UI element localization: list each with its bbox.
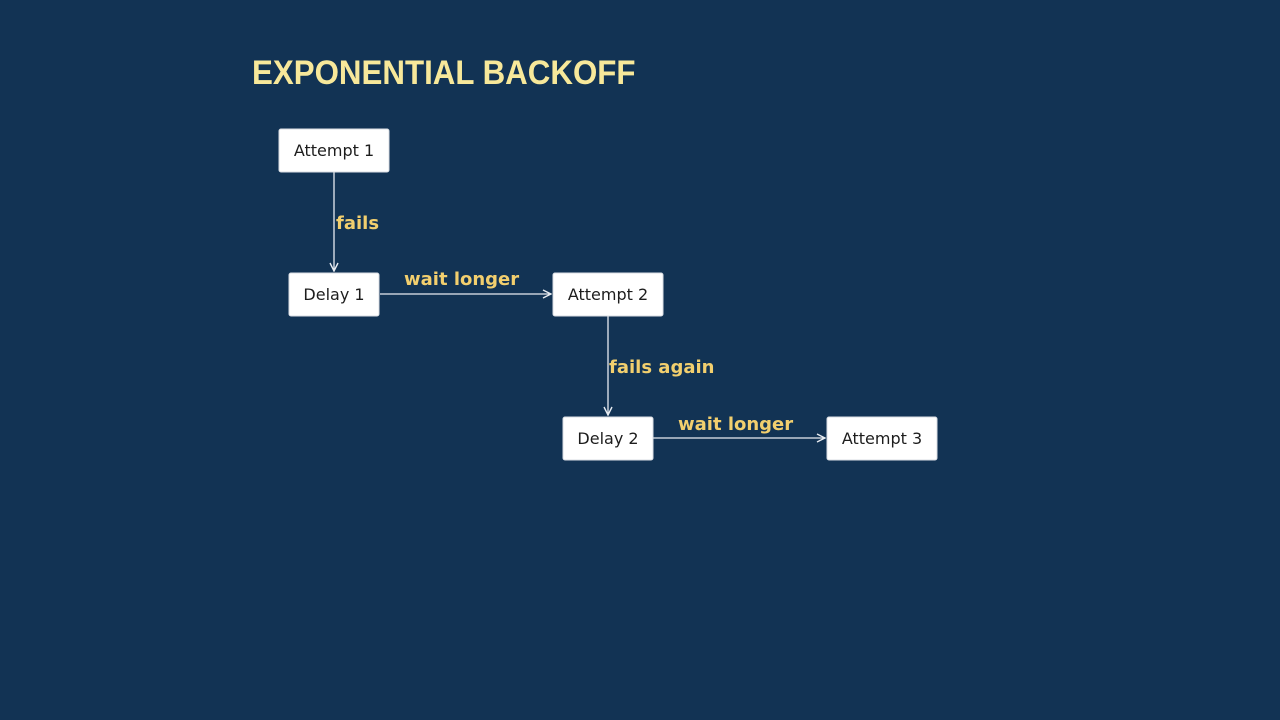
- node-delay-1: Delay 1: [288, 272, 380, 317]
- slide-title: EXPONENTIAL BACKOFF: [252, 54, 636, 92]
- node-attempt-2-label: Attempt 2: [568, 285, 648, 304]
- edge-label-wait-longer-1: wait longer: [404, 269, 519, 290]
- edge-label-fails-again: fails again: [609, 357, 714, 378]
- node-attempt-2: Attempt 2: [552, 272, 664, 317]
- edge-label-fails: fails: [336, 213, 379, 234]
- node-delay-2-label: Delay 2: [577, 429, 638, 448]
- node-delay-2: Delay 2: [562, 416, 654, 461]
- node-attempt-3: Attempt 3: [826, 416, 938, 461]
- node-attempt-3-label: Attempt 3: [842, 429, 922, 448]
- node-attempt-1-label: Attempt 1: [294, 141, 374, 160]
- node-delay-1-label: Delay 1: [303, 285, 364, 304]
- node-attempt-1: Attempt 1: [278, 128, 390, 173]
- edge-label-wait-longer-2: wait longer: [678, 414, 793, 435]
